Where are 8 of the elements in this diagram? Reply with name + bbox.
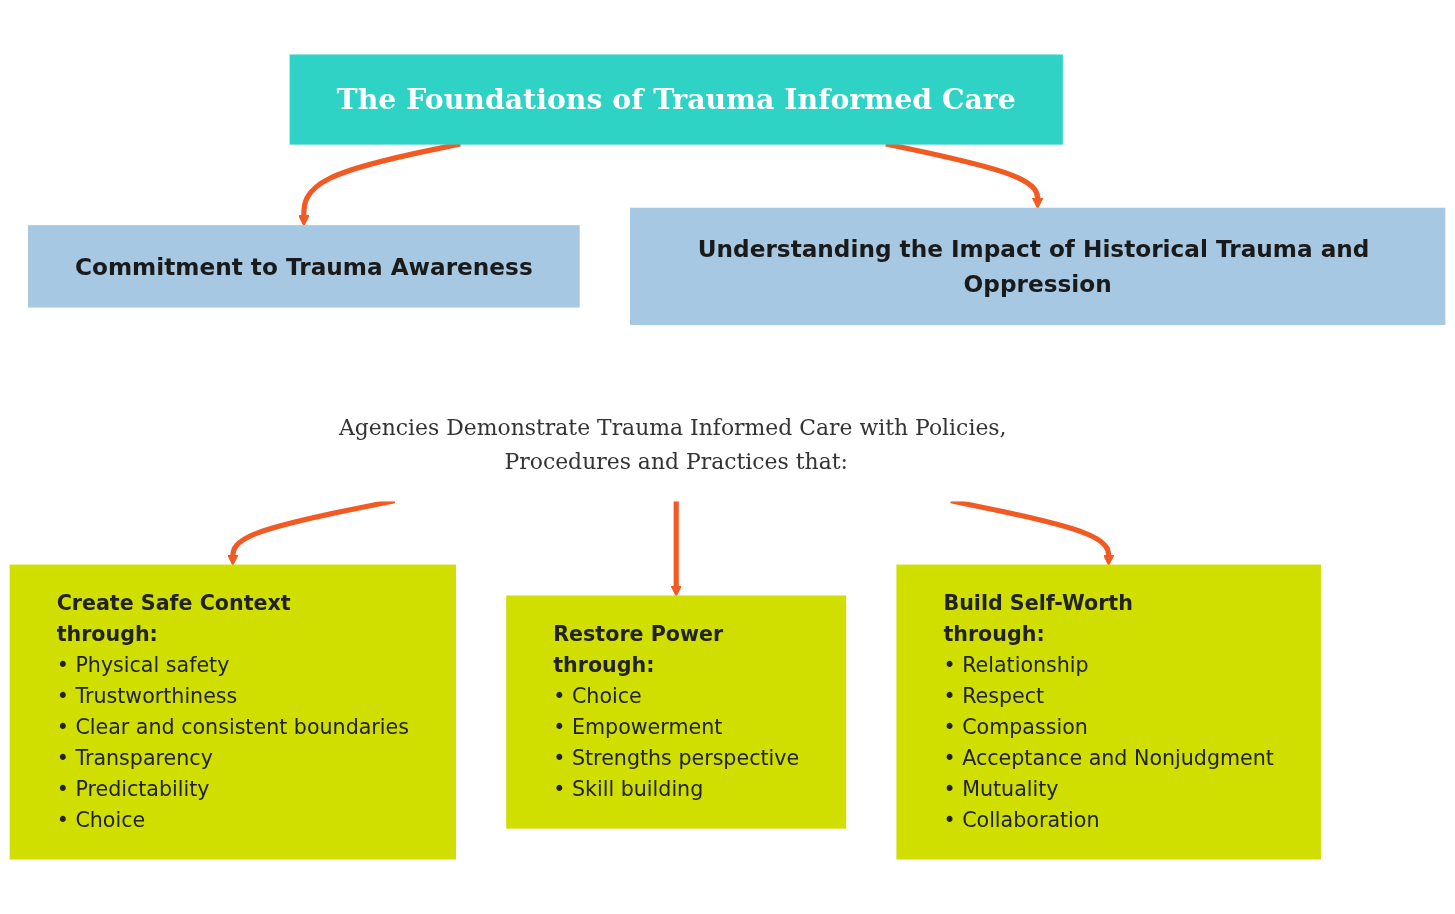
node-box: Create Safe Context through: • Physical safety • Trustworthiness • Clear and consistent boundaries • Transparency • Predictability • Choice	[9, 564, 456, 860]
node-box: The Foundations of Trauma Informed Care	[289, 54, 1063, 145]
node-text: Agencies Demonstrate Trauma Informed Care with Policies, Procedures and Practices that:	[338, 414, 1007, 474]
node-box: Build Self-Worth through: • Relationship • Respect • Compassion • Acceptance and Nonjudgment • Mutuality • Collaboration	[896, 564, 1321, 860]
node-box: Understanding the Impact of Historical Trauma and Oppression	[629, 207, 1446, 325]
arrow	[670, 500, 682, 597]
node-box: Restore Power through: • Choice • Empowerment • Strengths perspective • Skill building	[506, 595, 847, 829]
node-box: Commitment to Trauma Awareness	[28, 225, 580, 308]
